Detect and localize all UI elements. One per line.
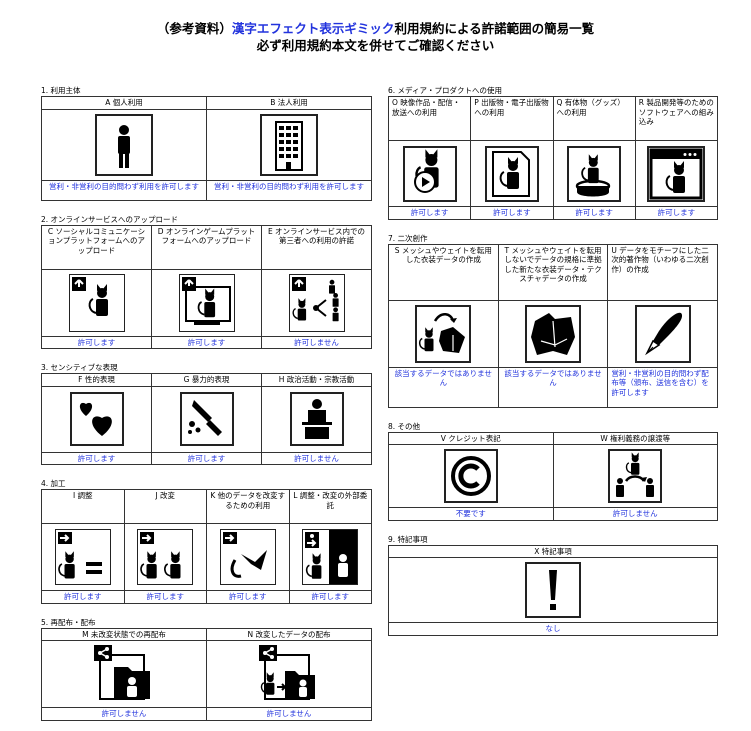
software-icon bbox=[647, 145, 706, 202]
distribute-modified-icon bbox=[259, 645, 319, 703]
status-m: 許可しません bbox=[41, 707, 207, 721]
status-x: なし bbox=[388, 622, 718, 636]
header-e: E オンラインサービス内での第三者への利用の許諾 bbox=[261, 224, 372, 270]
right-column: 6. メディア・プロダクトへの使用 O 映像作品・配信・放送への利用 P 出版物… bbox=[387, 80, 719, 636]
status-q: 許可します bbox=[552, 206, 636, 220]
section-8-table: V クレジット表記 W 権利義務の譲渡等 不要です 許可しません bbox=[388, 431, 718, 521]
section-1-table: A 個人利用 B 法人利用 営利・非営利の目的問わず利用を許可します 営利・非営… bbox=[41, 96, 372, 201]
status-p: 許可します bbox=[470, 206, 554, 220]
status-t: 該当するデータではありません bbox=[497, 366, 609, 408]
section-3-table: F 性的表現 G 暴力的表現 H 政治活動・宗教活動 許可します 許可します 許… bbox=[41, 373, 372, 465]
status-u: 営利・非営利の目的問わず配布等（頒布、送信を含む）を許可します bbox=[607, 366, 718, 408]
status-n: 許可しません bbox=[206, 707, 372, 721]
section-3-label: 3. センシティブな表現 bbox=[41, 363, 118, 372]
status-a: 営利・非営利の目的問わず利用を許可します bbox=[41, 179, 207, 201]
section-2-table: C ソーシャルコミュニケーションプラットフォームへのアップロード D オンライン… bbox=[41, 224, 372, 349]
header-k: K 他のデータを改変するための利用 bbox=[206, 489, 290, 524]
knife-icon bbox=[179, 392, 234, 446]
upload-share-icon bbox=[288, 273, 345, 332]
section-5-label: 5. 再配布・配布 bbox=[41, 617, 96, 627]
header-u: U データをモチーフにした二次的著作物（いわゆる二次創作）の作成 bbox=[607, 243, 718, 301]
header-t: T メッシュやウェイトを転用しないでデータの規格に準拠した新たな衣装データ・テク… bbox=[497, 243, 609, 301]
header-l: L 調整・改変の外部委託 bbox=[288, 489, 372, 524]
page-title: （参考資料）漢字エフェクト表示ギミック利用規約による許諾範囲の簡易一覧 必ず利用… bbox=[0, 20, 751, 54]
outsource-icon bbox=[302, 529, 359, 585]
upload-game-icon bbox=[178, 273, 235, 332]
status-j: 許可します bbox=[123, 590, 207, 604]
person-icon bbox=[95, 113, 153, 176]
header-c: C ソーシャルコミュニケーションプラットフォームへのアップロード bbox=[41, 224, 152, 270]
status-r: 許可します bbox=[634, 206, 719, 220]
header-o: O 映像作品・配信・放送への利用 bbox=[387, 96, 472, 141]
header-s: S メッシュやウェイトを転用した衣装データの作成 bbox=[388, 243, 499, 301]
section-4-table: I 調整 J 改変 K 他のデータを改変するための利用 L 調整・改変の外部委託… bbox=[41, 489, 372, 604]
status-c: 許可します bbox=[41, 335, 152, 349]
status-e: 許可しません bbox=[261, 335, 372, 349]
header-j: J 改変 bbox=[123, 489, 207, 524]
section-4-label: 4. 加工 bbox=[41, 479, 66, 488]
status-b: 営利・非営利の目的問わず利用を許可します bbox=[206, 179, 372, 201]
status-w: 許可しません bbox=[552, 507, 718, 521]
section-1-label: 1. 利用主体 bbox=[41, 86, 81, 95]
header-f: F 性的表現 bbox=[41, 373, 152, 387]
header-v: V クレジット表記 bbox=[388, 431, 554, 445]
video-icon bbox=[402, 145, 457, 202]
copyright-icon bbox=[443, 449, 498, 503]
building-icon bbox=[260, 113, 318, 176]
podium-icon bbox=[289, 392, 344, 446]
transfer-icon bbox=[608, 449, 663, 503]
section-6-table: O 映像作品・配信・放送への利用 P 出版物・電子出版物への利用 Q 有体物（グ… bbox=[387, 96, 719, 220]
status-v: 不要です bbox=[388, 507, 554, 521]
redistribute-icon bbox=[94, 645, 154, 703]
title-prefix: （参考資料） bbox=[156, 21, 232, 36]
adjust-icon bbox=[54, 529, 111, 585]
header-b: B 法人利用 bbox=[206, 96, 372, 110]
header-r: R 製品開発等のためのソフトウェアへの組み込み bbox=[634, 96, 719, 141]
header-n: N 改変したデータの配布 bbox=[206, 627, 372, 641]
hearts-icon bbox=[69, 392, 124, 446]
costume-convert-icon bbox=[415, 304, 472, 363]
title-suffix: 利用規約による許諾範囲の簡易一覧 bbox=[394, 21, 595, 36]
status-s: 該当するデータではありません bbox=[388, 366, 499, 408]
goods-icon bbox=[567, 145, 622, 202]
costume-icon bbox=[524, 304, 581, 363]
header-p: P 出版物・電子出版物への利用 bbox=[470, 96, 554, 141]
modify-icon bbox=[137, 529, 194, 585]
header-g: G 暴力的表現 bbox=[151, 373, 262, 387]
left-column: 1. 利用主体 A 個人利用 B 法人利用 営利・非営利の目的問わず利用を許可し… bbox=[41, 80, 372, 721]
header-w: W 権利義務の譲渡等 bbox=[552, 431, 718, 445]
status-g: 許可します bbox=[151, 451, 262, 465]
title-subline: 必ず利用規約本文を併せてご確認ください bbox=[256, 38, 495, 53]
status-l: 許可します bbox=[288, 590, 372, 604]
header-x: X 特記事項 bbox=[388, 544, 718, 558]
status-f: 許可します bbox=[41, 451, 152, 465]
section-9-label: 9. 特記事項 bbox=[388, 534, 428, 544]
header-d: D オンラインゲームプラットフォームへのアップロード bbox=[151, 224, 262, 270]
section-7-label: 7. 二次創作 bbox=[388, 233, 428, 243]
header-h: H 政治活動・宗教活動 bbox=[261, 373, 372, 387]
status-k: 許可します bbox=[206, 590, 290, 604]
section-2-label: 2. オンラインサービスへのアップロード bbox=[41, 214, 179, 224]
status-h: 許可しません bbox=[261, 451, 372, 465]
section-5-table: M 未改変状態での再配布 N 改変したデータの配布 許可しません 許可しません bbox=[41, 627, 372, 721]
section-6-label: 6. メディア・プロダクトへの使用 bbox=[388, 86, 503, 95]
upload-social-icon bbox=[68, 273, 125, 332]
section-9-table: X 特記事項 なし bbox=[388, 544, 718, 636]
header-i: I 調整 bbox=[41, 489, 125, 524]
parts-icon bbox=[219, 529, 276, 585]
publication-icon bbox=[484, 145, 539, 202]
header-q: Q 有体物（グッズ）への利用 bbox=[552, 96, 636, 141]
header-a: A 個人利用 bbox=[41, 96, 207, 110]
section-7-table: S メッシュやウェイトを転用した衣装データの作成 T メッシュやウェイトを転用し… bbox=[388, 243, 718, 408]
section-8-label: 8. その他 bbox=[388, 421, 421, 431]
pen-icon bbox=[634, 304, 691, 363]
exclamation-icon bbox=[525, 562, 581, 618]
header-m: M 未改変状態での再配布 bbox=[41, 627, 207, 641]
status-i: 許可します bbox=[41, 590, 125, 604]
status-o: 許可します bbox=[387, 206, 472, 220]
status-d: 許可します bbox=[151, 335, 262, 349]
title-highlight: 漢字エフェクト表示ギミック bbox=[231, 21, 395, 36]
